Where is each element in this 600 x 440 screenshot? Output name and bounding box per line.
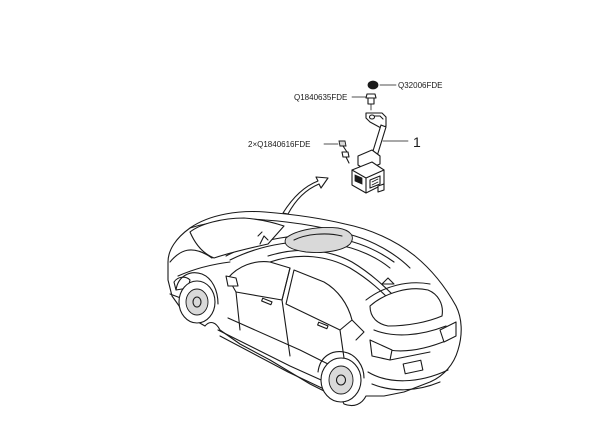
- front-wheel-icon: [178, 280, 216, 324]
- nut-part-number: Q1840635FDE: [294, 93, 347, 102]
- cap-part-number: Q32006FDE: [398, 81, 442, 90]
- vehicle-suv-icon: [167, 211, 462, 407]
- callout-1: 1: [382, 134, 421, 150]
- part-label-cap: Q32006FDE: [379, 81, 442, 90]
- callout-number: 1: [413, 134, 421, 150]
- bolt-icon-lower: [341, 151, 350, 164]
- headlamp-leveling-sensor-icon: [351, 112, 387, 194]
- part-label-bolt: 2×Q1840616FDE: [248, 140, 339, 149]
- bolt-icon-upper: [338, 140, 348, 153]
- cap-icon: [367, 80, 379, 90]
- location-arrow-icon: [282, 176, 329, 215]
- part-label-nut: Q1840635FDE: [294, 93, 367, 102]
- bolt-part-number: 2×Q1840616FDE: [248, 140, 311, 149]
- rear-wheel-icon: [320, 357, 362, 403]
- nut-icon: [365, 93, 377, 111]
